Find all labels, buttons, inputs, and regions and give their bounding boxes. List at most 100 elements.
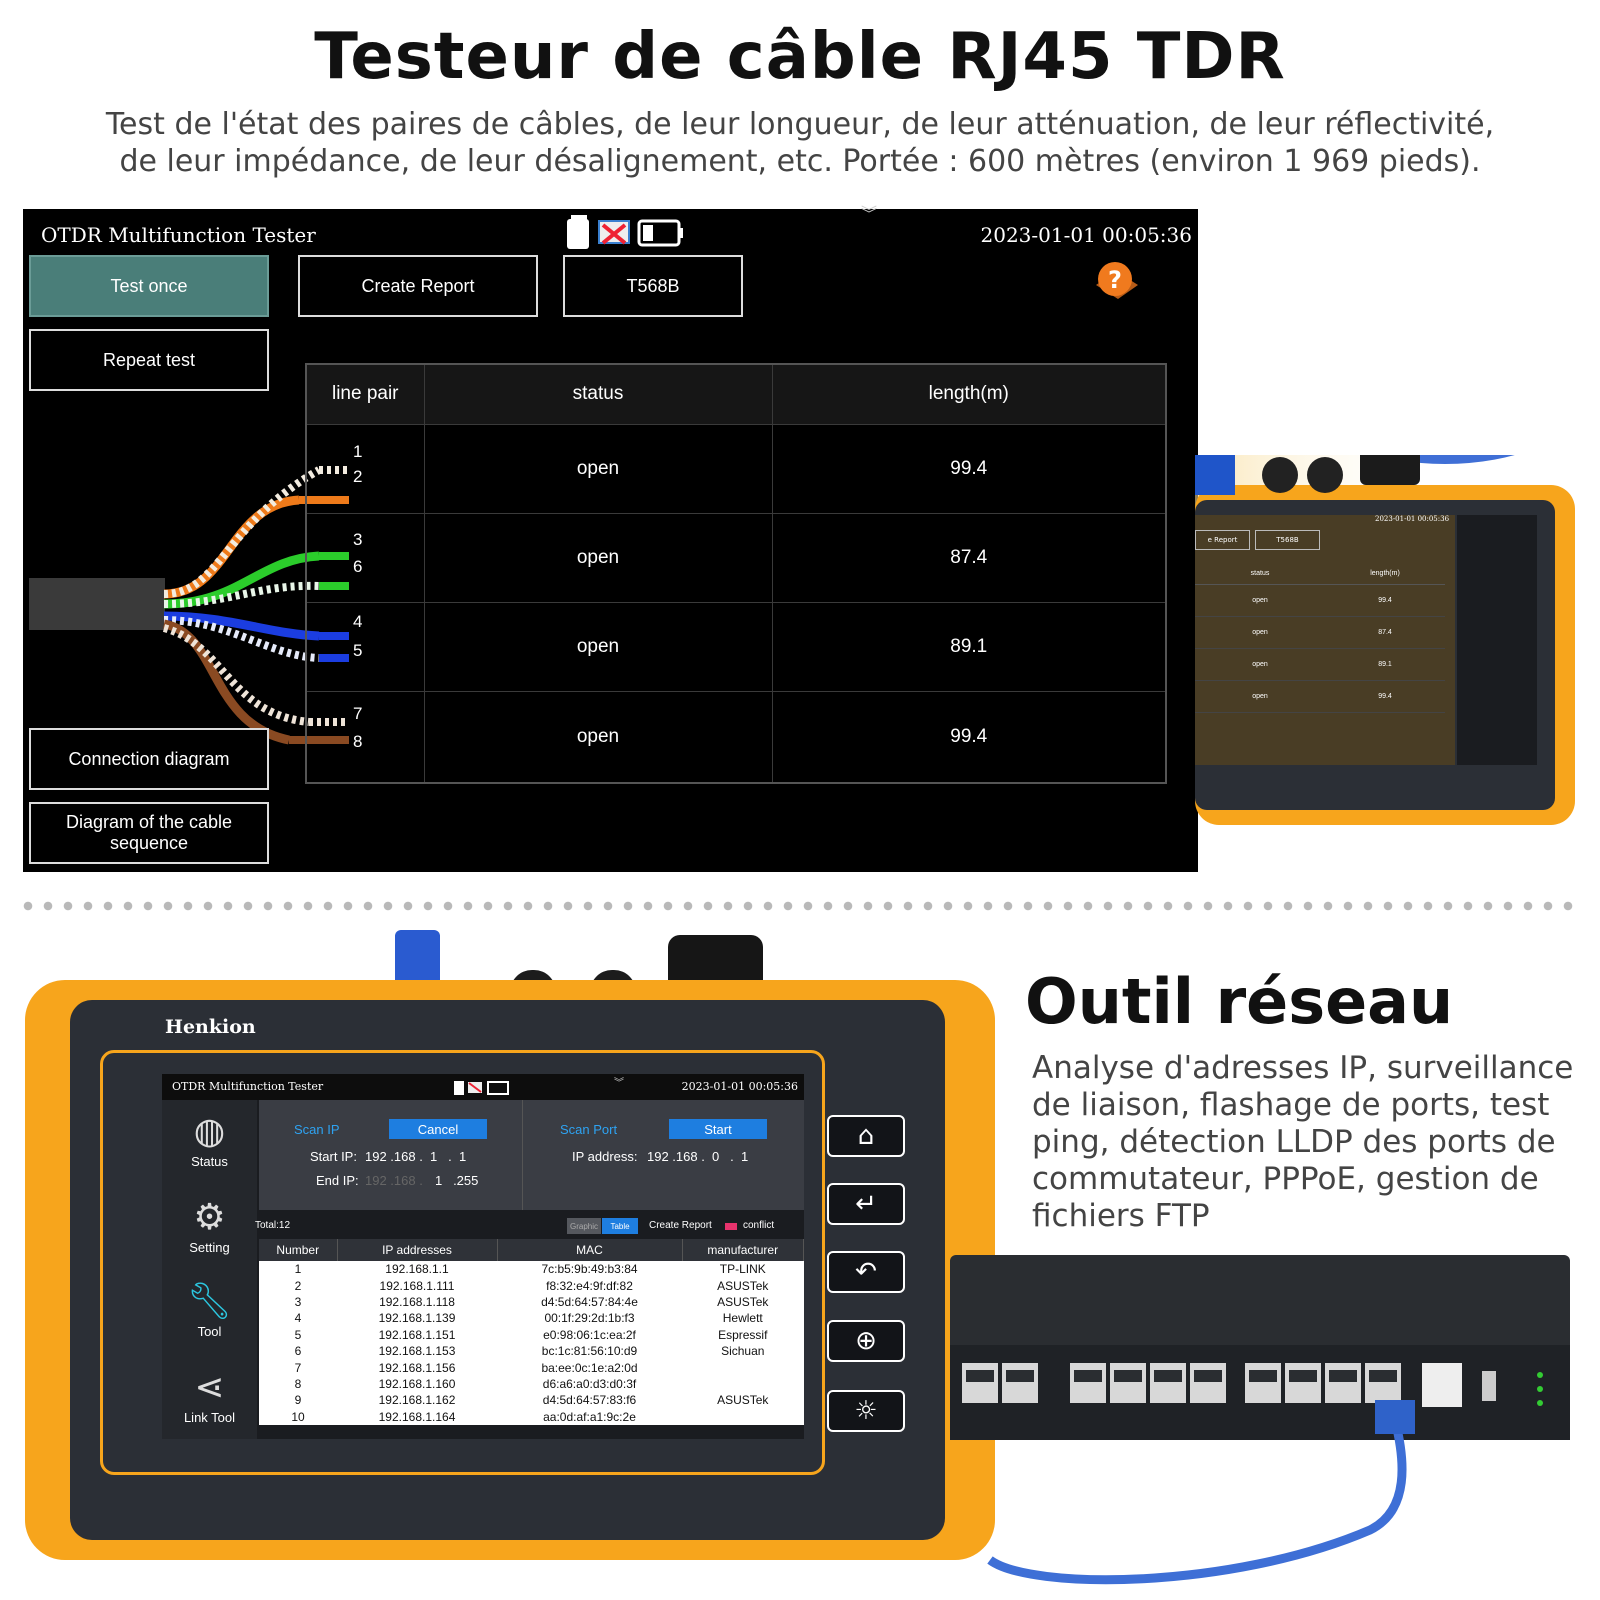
mini-length: 99.4	[1378, 693, 1392, 700]
cancel-button[interactable]: Cancel	[389, 1119, 487, 1139]
row-number: 2	[259, 1277, 337, 1294]
row-mac: f8:32:e4:9f:df:82	[497, 1277, 682, 1294]
network-desc-line: fichiers FTP	[1032, 1198, 1210, 1234]
sidebar-item-tool[interactable]: 🔧︎Tool	[162, 1280, 257, 1339]
pulldown-chevron-icon[interactable]: ︾	[614, 1078, 624, 1089]
home-button[interactable]: ⌂	[827, 1115, 905, 1157]
sidebar-item-status[interactable]: ◍Status	[162, 1110, 257, 1169]
app-title: OTDR Multifunction Tester	[41, 223, 316, 247]
column-header: manufacturer	[682, 1239, 804, 1261]
create-report-button[interactable]: Create Report	[649, 1220, 712, 1231]
mini-status: open	[1252, 693, 1268, 700]
row-manufacturer: Sichuan	[682, 1342, 804, 1360]
row-manufacturer	[682, 1375, 804, 1393]
enter-icon: ↵	[855, 1189, 877, 1219]
row-ip: 192.168.1.160	[337, 1375, 497, 1393]
column-header: line pair	[305, 363, 425, 425]
back-icon: ↶	[855, 1257, 877, 1287]
sidebar	[162, 1100, 257, 1439]
row-number: 10	[259, 1408, 337, 1425]
row-ip: 192.168.1.111	[337, 1277, 497, 1294]
connection-diagram-button[interactable]: Connection diagram	[29, 728, 269, 790]
brand-logo: Henkion	[165, 1016, 256, 1038]
row-mac: d4:5d:64:57:84:4e	[497, 1293, 682, 1311]
sidebar-item-setting[interactable]: ⚙ Setting	[162, 1196, 257, 1255]
globe-icon: ◍	[193, 1110, 226, 1151]
row-mac: bc:1c:81:56:10:d9	[497, 1342, 682, 1360]
gear-icon: ⚙	[193, 1196, 226, 1237]
start-ip-label: Start IP:	[310, 1149, 357, 1164]
app-title: OTDR Multifunction Tester	[172, 1080, 324, 1093]
network-description: Analyse d'adresses IP, surveillance de l…	[1032, 1050, 1592, 1235]
row-ip: 192.168.1.153	[337, 1342, 497, 1360]
help-book-icon[interactable]: ?	[1088, 255, 1142, 309]
standard-t568b-button[interactable]: T568B	[563, 255, 743, 317]
pair-status: open	[423, 691, 773, 784]
row-mac: 7c:b5:9b:49:b3:84	[497, 1261, 682, 1278]
column-header: IP addresses	[337, 1239, 498, 1261]
network-desc-line: ping, détection LLDP des ports de	[1032, 1124, 1556, 1160]
zoom-icon: ⊕	[855, 1326, 877, 1356]
sidebar-item-label: Tool	[197, 1324, 222, 1339]
light-icon: ☼	[854, 1396, 878, 1426]
zoom-button[interactable]: ⊕	[827, 1320, 905, 1362]
view-table-toggle[interactable]: Table	[602, 1218, 638, 1234]
tab-scan-ip[interactable]: Scan IP	[294, 1122, 340, 1137]
sidebar-item-label: Setting	[189, 1240, 230, 1255]
network-tool-screen: OTDR Multifunction Tester ︾ 2023-01-01 0…	[162, 1074, 804, 1439]
start-ip-field[interactable]: 192 .168 . 1 . 1	[365, 1149, 467, 1164]
pair-length: 99.4	[771, 423, 1167, 514]
pulldown-chevron-icon[interactable]: ︾	[860, 204, 877, 223]
row-manufacturer: TP-LINK	[682, 1261, 804, 1278]
ip-address-label: IP address:	[572, 1149, 638, 1164]
pair-length: 87.4	[771, 512, 1167, 604]
home-icon: ⌂	[857, 1121, 875, 1151]
start-button[interactable]: Start	[669, 1119, 767, 1139]
test-once-button[interactable]: Test once	[29, 255, 269, 317]
column-header: status	[423, 363, 773, 425]
row-manufacturer: Espressif	[682, 1326, 804, 1343]
end-ip-prefix: 192 .168 .	[365, 1173, 423, 1188]
row-ip: 192.168.1.151	[337, 1326, 497, 1343]
sidebar-item-link-tool[interactable]: ⋖Link Tool	[162, 1366, 257, 1425]
back-button[interactable]: ↶	[827, 1251, 905, 1293]
view-graphic-toggle[interactable]: Graphic	[567, 1218, 601, 1234]
repeat-test-button[interactable]: Repeat test	[29, 329, 269, 391]
row-mac: d4:5d:64:57:83:f6	[497, 1392, 682, 1409]
row-mac: e0:98:06:1c:ea:2f	[497, 1326, 682, 1343]
row-ip: 192.168.1.164	[337, 1408, 497, 1425]
mini-status: open	[1252, 597, 1268, 604]
mini-header: status	[1250, 570, 1270, 577]
light-button[interactable]: ☼	[827, 1390, 905, 1432]
mini-status: open	[1252, 629, 1268, 636]
hero-subtitle-line: Test de l'état des paires de câbles, de …	[105, 107, 1495, 142]
cable-sequence-button[interactable]: Diagram of the cable sequence	[29, 802, 269, 864]
create-report-button[interactable]: Create Report	[298, 255, 538, 317]
enter-button[interactable]: ↵	[827, 1183, 905, 1225]
pair-length: 99.4	[771, 691, 1167, 784]
row-mac: ba:ee:0c:1e:a2:0d	[497, 1359, 682, 1376]
column-header: Number	[259, 1239, 338, 1261]
dotted-divider	[18, 901, 1582, 911]
tab-scan-port[interactable]: Scan Port	[560, 1122, 618, 1137]
end-ip-field[interactable]: 1 .255	[435, 1173, 479, 1188]
row-number: 5	[259, 1326, 337, 1343]
ip-address-field[interactable]: 192 .168 . 0 . 1	[647, 1149, 749, 1164]
hero-subtitle-line: de leur impédance, de leur désalignement…	[119, 144, 1481, 179]
datetime: 2023-01-01 00:05:36	[980, 223, 1193, 247]
mini-length: 87.4	[1378, 629, 1392, 636]
column-header: MAC	[497, 1239, 683, 1261]
